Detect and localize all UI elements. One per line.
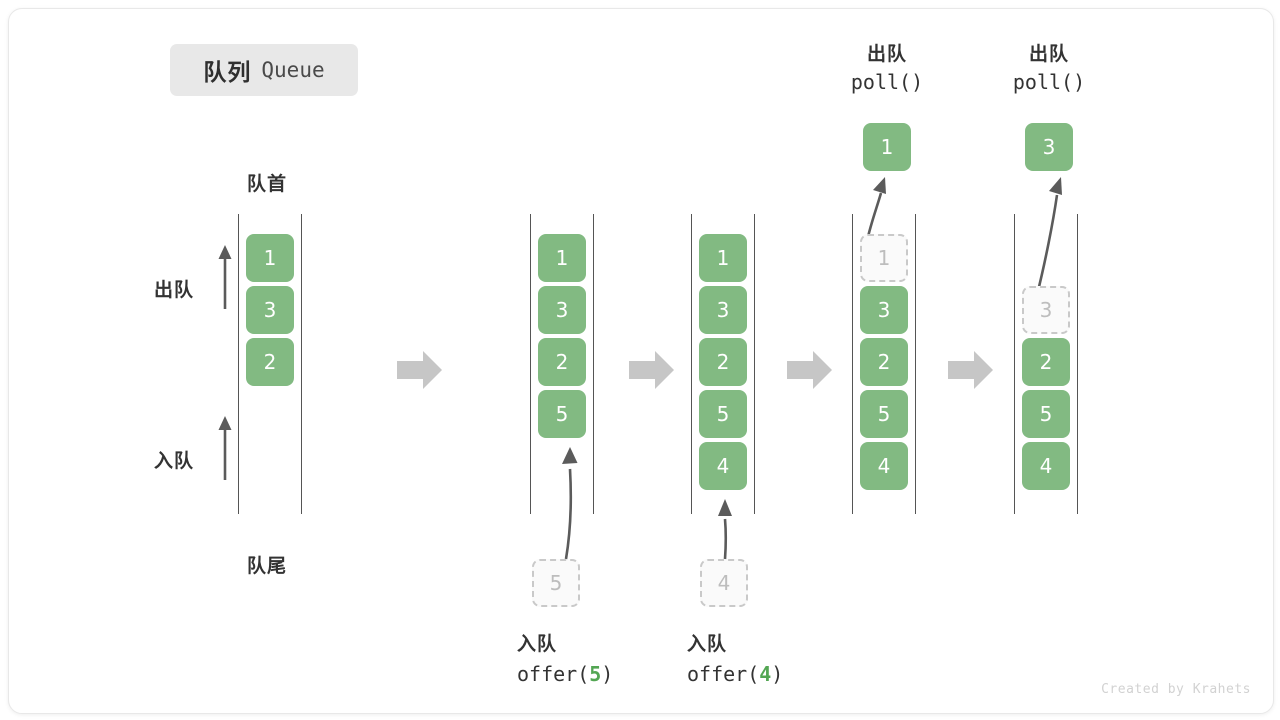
queue-channel-stage-3: 1 3 2 5 4	[691, 214, 755, 514]
operation-call-label: offer(5)	[517, 662, 614, 686]
queue-element: 5	[1022, 390, 1070, 438]
dequeued-element-ghost: 3	[1022, 286, 1070, 334]
queue-channel-stage-1: 1 3 2	[238, 214, 302, 514]
operation-label-poll-1: 出队 poll()	[837, 39, 937, 94]
queue-tail-label: 队尾	[247, 556, 288, 577]
operation-cn-label: 入队	[687, 634, 728, 655]
channel-rail-left	[691, 214, 692, 514]
operation-cn-label: 出队	[866, 44, 907, 65]
channel-rail-right	[915, 214, 916, 514]
outgoing-element: 3	[1025, 123, 1073, 171]
title-cn: 队列	[203, 59, 252, 85]
operation-cn-label: 入队	[517, 634, 558, 655]
operation-call-label: offer(4)	[687, 662, 784, 686]
dequeue-up-arrow-icon	[214, 243, 236, 316]
operation-call-label: poll()	[850, 70, 924, 94]
queue-head-label: 队首	[247, 174, 288, 195]
queue-element: 3	[860, 286, 908, 334]
stage-transition-arrow-icon	[948, 349, 994, 391]
incoming-element-ghost: 5	[532, 559, 580, 607]
queue-element: 2	[246, 338, 294, 386]
operation-call-label: poll()	[1012, 70, 1086, 94]
title-badge: 队列 Queue	[170, 44, 358, 96]
operation-cn-label: 出队	[1028, 44, 1069, 65]
stage-transition-arrow-icon	[629, 349, 675, 391]
queue-element: 1	[538, 234, 586, 282]
queue-element: 4	[860, 442, 908, 490]
dequeued-element-ghost: 1	[860, 234, 908, 282]
operation-label-poll-3: 出队 poll()	[999, 39, 1099, 94]
queue-element: 5	[538, 390, 586, 438]
channel-rail-left	[238, 214, 239, 514]
queue-element: 5	[860, 390, 908, 438]
dequeue-direction-label: 出队	[154, 280, 195, 301]
queue-channel-stage-2: 1 3 2 5	[530, 214, 594, 514]
enqueue-up-arrow-icon	[214, 414, 236, 487]
enqueue-direction-label: 入队	[154, 451, 195, 472]
queue-element: 2	[699, 338, 747, 386]
stage-transition-arrow-icon	[787, 349, 833, 391]
queue-element: 4	[1022, 442, 1070, 490]
queue-element: 2	[538, 338, 586, 386]
channel-rail-right	[1077, 214, 1078, 514]
queue-element: 1	[699, 234, 747, 282]
operation-label-offer-4: 入队 offer(4)	[687, 629, 783, 686]
channel-rail-left	[1014, 214, 1015, 514]
stage-transition-arrow-icon	[397, 349, 443, 391]
queue-element: 3	[538, 286, 586, 334]
queue-element: 3	[246, 286, 294, 334]
operation-label-offer-5: 入队 offer(5)	[517, 629, 613, 686]
queue-channel-stage-4: 1 3 2 5 4	[852, 214, 916, 514]
incoming-element-ghost: 4	[700, 559, 748, 607]
channel-rail-right	[754, 214, 755, 514]
watermark: Created by Krahets	[1101, 682, 1251, 697]
channel-rail-right	[593, 214, 594, 514]
channel-rail-right	[301, 214, 302, 514]
channel-rail-left	[852, 214, 853, 514]
queue-element: 2	[1022, 338, 1070, 386]
queue-element: 1	[246, 234, 294, 282]
queue-element: 2	[860, 338, 908, 386]
diagram-canvas: 队列 Queue 队首 队尾 出队 入队 1 3 2 1 3	[8, 8, 1274, 714]
queue-element: 4	[699, 442, 747, 490]
title-en: Queue	[261, 58, 325, 82]
channel-rail-left	[530, 214, 531, 514]
queue-element: 3	[699, 286, 747, 334]
outgoing-element: 1	[863, 123, 911, 171]
queue-element: 5	[699, 390, 747, 438]
queue-channel-stage-5: 3 2 5 4	[1014, 214, 1078, 514]
